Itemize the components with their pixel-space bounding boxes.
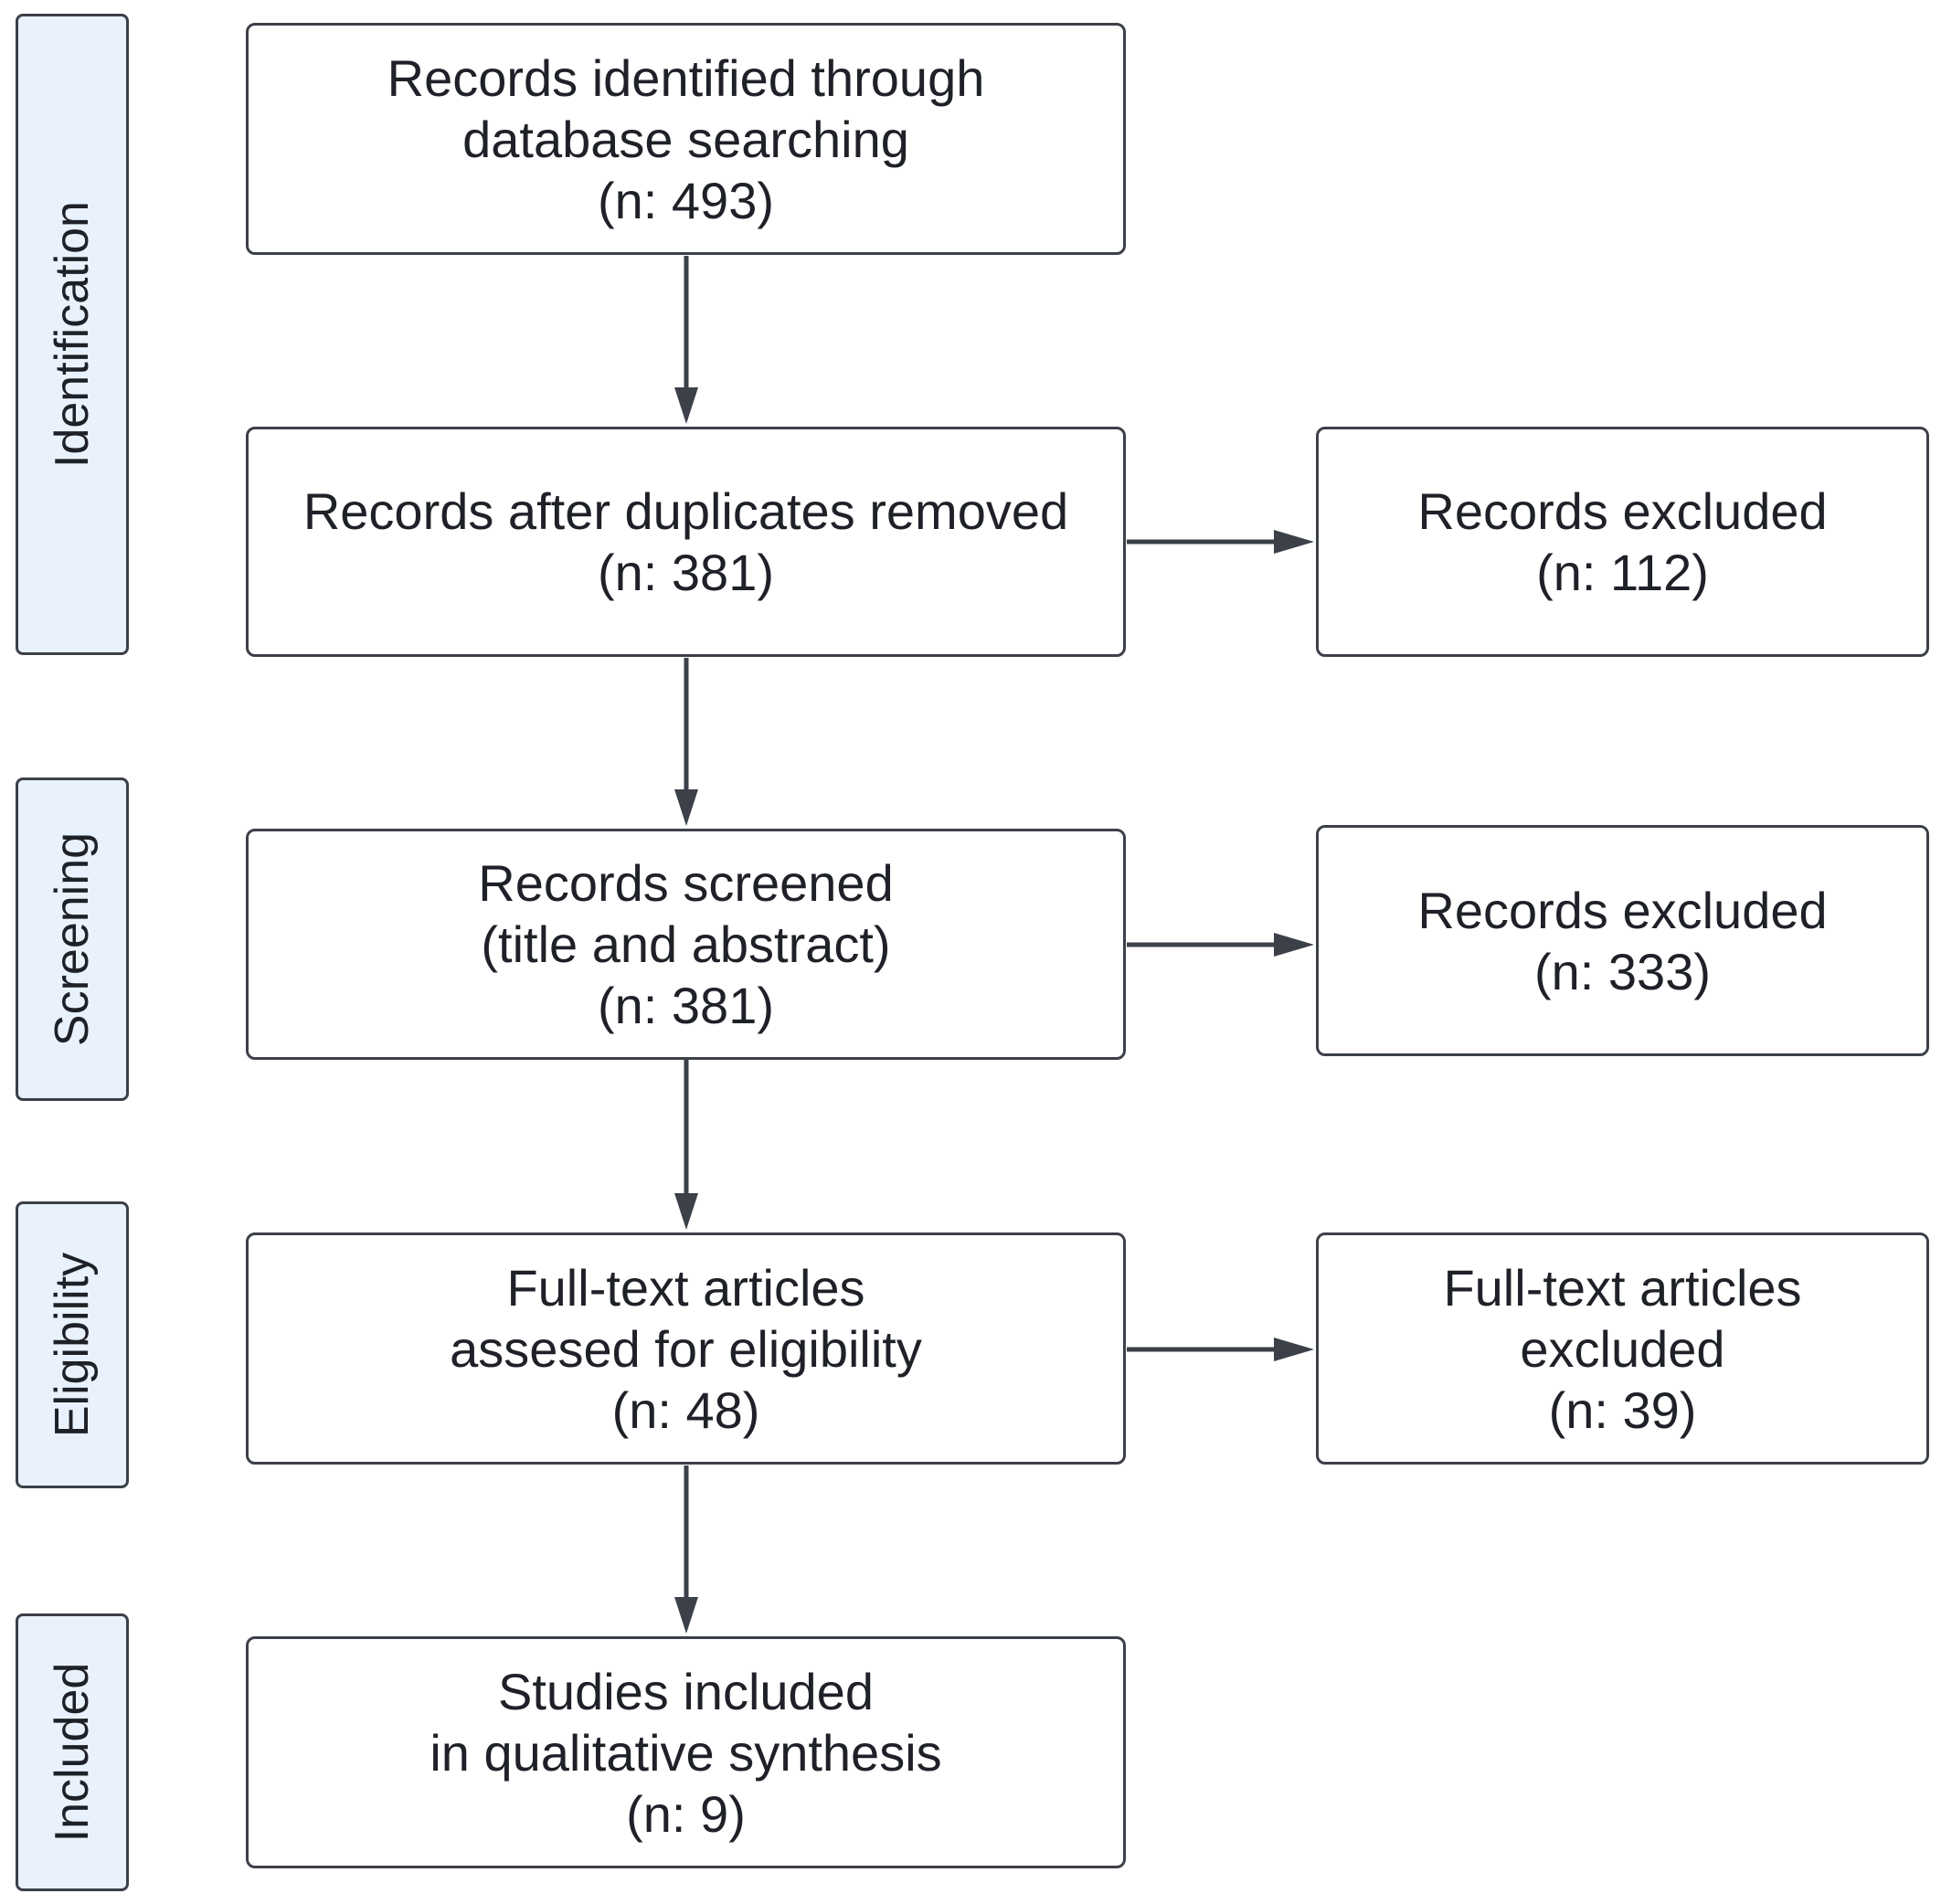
- arrowhead-right-2: [1274, 933, 1314, 957]
- box-fulltext-assessed-count: (n: 48): [611, 1380, 760, 1439]
- box-records-identified-count: (n: 493): [598, 171, 774, 229]
- box-fulltext-assessed-line1: Full-text articles: [506, 1258, 865, 1317]
- box-records-screened-line1: Records screened: [478, 854, 894, 912]
- box-fulltext-excluded-line1: Full-text articles: [1443, 1258, 1802, 1317]
- arrowhead-right-3: [1274, 1338, 1314, 1361]
- box-records-identified-line2: database searching: [462, 110, 909, 168]
- stage-eligibility: Eligibility: [16, 1201, 129, 1488]
- box-records-excluded-duplicates-count: (n: 112): [1536, 544, 1709, 601]
- arrowhead-right-1: [1274, 530, 1314, 554]
- stage-screening: Screening: [16, 777, 129, 1101]
- box-records-excluded-screening-count: (n: 333): [1534, 942, 1711, 1000]
- box-records-identified: Records identified through database sear…: [246, 23, 1126, 255]
- box-records-screened-line2: (title and abstract): [481, 915, 891, 973]
- box-records-screened-count: (n: 381): [598, 977, 774, 1034]
- box-fulltext-excluded: Full-text articles excluded (n: 39): [1316, 1232, 1929, 1465]
- box-records-identified-line1: Records identified through: [387, 48, 985, 107]
- box-records-excluded-screening-line1: Records excluded: [1417, 881, 1828, 939]
- box-records-after-duplicates-line1: Records after duplicates removed: [302, 482, 1069, 540]
- arrowhead-down-4: [674, 1597, 698, 1634]
- box-records-after-duplicates: Records after duplicates removed (n: 381…: [246, 427, 1126, 657]
- stage-included: Included: [16, 1613, 129, 1891]
- box-records-screened: Records screened (title and abstract) (n…: [246, 829, 1126, 1060]
- box-studies-included-line1: Studies included: [498, 1662, 874, 1720]
- arrowhead-down-2: [674, 789, 698, 826]
- box-fulltext-assessed: Full-text articles assesed for eligibili…: [246, 1232, 1126, 1465]
- box-records-excluded-duplicates: Records excluded (n: 112): [1316, 427, 1929, 657]
- box-studies-included-count: (n: 9): [626, 1784, 746, 1843]
- box-fulltext-assessed-line2: assesed for eligibility: [450, 1319, 922, 1378]
- box-fulltext-excluded-count: (n: 39): [1548, 1380, 1697, 1439]
- arrowhead-down-3: [674, 1193, 698, 1230]
- box-records-after-duplicates-count: (n: 381): [598, 544, 774, 601]
- stage-identification: Identification: [16, 14, 129, 655]
- box-records-excluded-duplicates-line1: Records excluded: [1417, 482, 1828, 540]
- arrowhead-down-1: [674, 387, 698, 424]
- box-studies-included: Studies included in qualitative synthesi…: [246, 1636, 1126, 1868]
- box-studies-included-line2: in qualitative synthesis: [430, 1723, 942, 1782]
- box-fulltext-excluded-line2: excluded: [1520, 1319, 1725, 1378]
- box-records-excluded-screening: Records excluded (n: 333): [1316, 825, 1929, 1056]
